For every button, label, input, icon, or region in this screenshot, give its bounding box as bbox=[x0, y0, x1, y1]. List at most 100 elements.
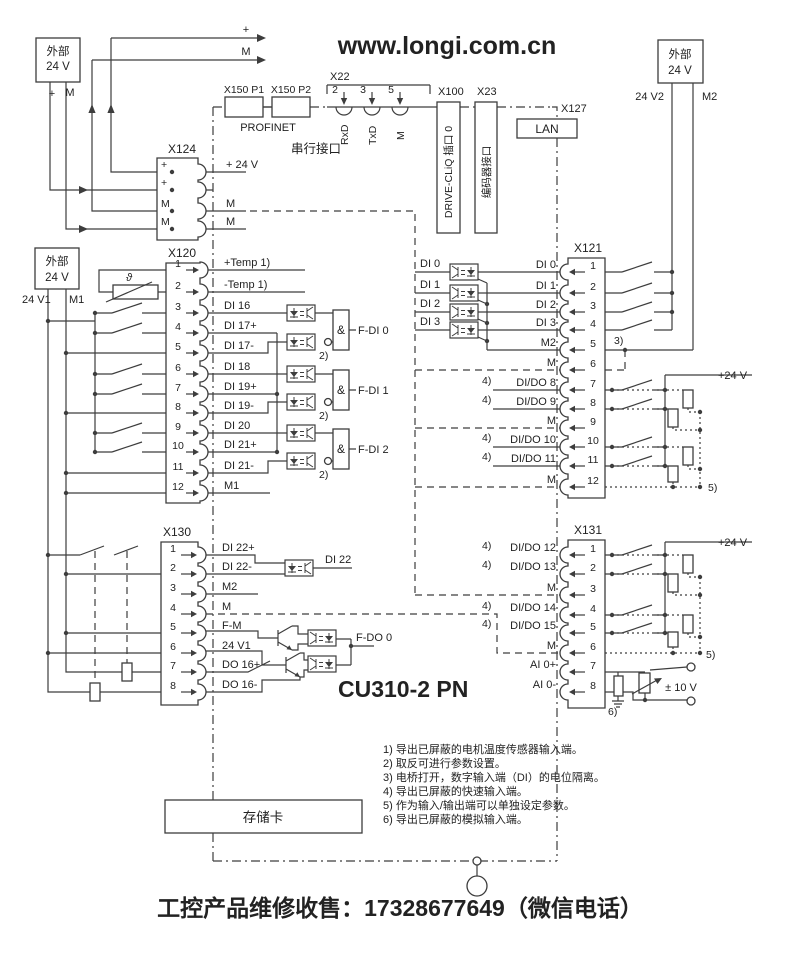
fdi1-label: F-DI 1 bbox=[358, 385, 389, 397]
serial-if-caption: 串行接口 bbox=[291, 141, 341, 156]
junction-dot bbox=[697, 409, 703, 415]
footnote-ref-2: 2) bbox=[319, 469, 328, 481]
junction-dot bbox=[622, 347, 628, 353]
optocoupler-icon bbox=[307, 629, 337, 647]
x130-pin-number: 3 bbox=[170, 582, 176, 594]
x124-terminal-block bbox=[156, 157, 207, 241]
junction-dot bbox=[669, 290, 675, 296]
x121-pin-label: M bbox=[547, 415, 556, 427]
footnote-ref-2: 2) bbox=[319, 410, 328, 422]
x120-pin-label: M1 bbox=[224, 480, 239, 492]
footnote-6: 6) 导出已屏蔽的模拟输入端。 bbox=[383, 812, 528, 826]
junction-dot bbox=[662, 612, 668, 618]
junction-dot bbox=[348, 643, 354, 649]
pin-arrow-icon bbox=[193, 390, 199, 398]
junction-dot bbox=[45, 650, 51, 656]
junction-dot bbox=[63, 571, 69, 577]
x120-pin-number: 10 bbox=[172, 440, 184, 452]
x131-pin-label: M bbox=[547, 582, 556, 594]
load-resistor bbox=[667, 631, 679, 648]
optocoupler-icon bbox=[286, 424, 316, 442]
drive-cliq-box bbox=[436, 101, 461, 234]
x121-pin-label: DI/DO 11 bbox=[511, 453, 556, 465]
x120-pin-label: DI 16 bbox=[224, 300, 250, 312]
junction-dot bbox=[63, 350, 69, 356]
x124-right-m1: M bbox=[226, 198, 235, 210]
thermistor-strike bbox=[105, 281, 153, 303]
x120-pin-label: DI 17+ bbox=[224, 320, 257, 332]
pin-arrow-icon bbox=[569, 462, 575, 470]
x124-pin-label: M bbox=[161, 216, 170, 228]
pin-arrow-icon bbox=[193, 429, 199, 437]
x120-label: X120 bbox=[168, 246, 196, 260]
x121-pin-number: 12 bbox=[587, 475, 599, 487]
junction-dot bbox=[169, 226, 175, 232]
x121-pin-label: DI 3 bbox=[536, 317, 556, 329]
footnote-ref-5: 5) bbox=[706, 649, 715, 661]
junction-dot bbox=[92, 430, 98, 436]
x124-label: X124 bbox=[168, 142, 196, 156]
pin-arrow-icon bbox=[191, 629, 197, 637]
load-resistor bbox=[667, 465, 679, 483]
junction-dot bbox=[670, 650, 676, 656]
junction-dot bbox=[669, 309, 675, 315]
x120-pin-label: DI 19- bbox=[224, 400, 254, 412]
x121-terminal-block bbox=[559, 257, 606, 499]
and-gate-box bbox=[332, 309, 350, 351]
supply3-line1: 外部 bbox=[669, 47, 692, 61]
x130-pin-label: DI 22+ bbox=[222, 542, 255, 554]
x124-right-24v: + 24 V bbox=[226, 159, 259, 171]
inverter-circle bbox=[323, 456, 333, 466]
x121-pin-number: 2 bbox=[590, 281, 596, 293]
x121-pin-label: M bbox=[547, 474, 556, 486]
solid-wires bbox=[47, 37, 752, 894]
junction-dot bbox=[484, 301, 490, 307]
device-title: CU310-2 PN bbox=[338, 676, 468, 702]
x120-pin-number: 8 bbox=[175, 401, 181, 413]
optocoupler-icon bbox=[286, 333, 316, 351]
component-boxes bbox=[34, 37, 704, 834]
potentiometer-body bbox=[638, 672, 651, 694]
load-resistor bbox=[89, 682, 101, 702]
footnote-ref-4: 4) bbox=[482, 432, 491, 444]
x121-pin-label: M2 bbox=[541, 337, 556, 349]
footer-contact: 工控产品维修收售：17328677649（微信电话） bbox=[157, 895, 643, 921]
junction-dot bbox=[609, 571, 615, 577]
x130-pin-number: 4 bbox=[170, 602, 176, 614]
pin-arrow-icon bbox=[193, 266, 199, 274]
pin-arrow-icon bbox=[191, 551, 197, 559]
load-resistor bbox=[682, 614, 694, 634]
and-gate-box bbox=[332, 428, 350, 470]
footnote-2: 2) 取反可进行参数设置。 bbox=[383, 756, 506, 770]
x121-pin-label: DI/DO 8 bbox=[516, 377, 556, 389]
junction-dot bbox=[45, 318, 51, 324]
and-gate-box bbox=[332, 369, 350, 411]
x131-pin-label: DI/DO 13 bbox=[510, 561, 556, 573]
x130-pin-number: 5 bbox=[170, 621, 176, 633]
pin-arrow-icon bbox=[569, 668, 575, 676]
pin-arrow-icon bbox=[193, 288, 199, 296]
fdo0-label: F-DO 0 bbox=[356, 632, 392, 644]
di0-internal: DI 0 bbox=[420, 258, 440, 270]
x120-pin-label: DI 21+ bbox=[224, 439, 257, 451]
memory-card-box bbox=[164, 799, 363, 834]
junction-dot bbox=[92, 330, 98, 336]
m-bus-dashed bbox=[94, 210, 626, 683]
pin-arrow-icon bbox=[193, 309, 199, 317]
footnote-ref-4: 4) bbox=[482, 451, 491, 463]
x124-pin-label: + bbox=[161, 159, 167, 171]
di22-label: DI 22 bbox=[325, 554, 351, 566]
pin-arrow-icon bbox=[193, 409, 199, 417]
junction-dot bbox=[169, 187, 175, 193]
optocoupler-icon bbox=[449, 303, 479, 321]
top-m-label: M bbox=[241, 46, 250, 58]
x150p2-label: X150 P2 bbox=[271, 84, 311, 96]
pin-arrow-icon bbox=[569, 326, 575, 334]
junction-dot bbox=[63, 490, 69, 496]
junction-dot bbox=[92, 449, 98, 455]
footnote-ref-6: 6) bbox=[608, 706, 617, 718]
x121-pin-number: 8 bbox=[590, 397, 596, 409]
rail-24v2-label: 24 V2 bbox=[635, 91, 664, 103]
footnote-ref-4: 4) bbox=[482, 618, 491, 630]
